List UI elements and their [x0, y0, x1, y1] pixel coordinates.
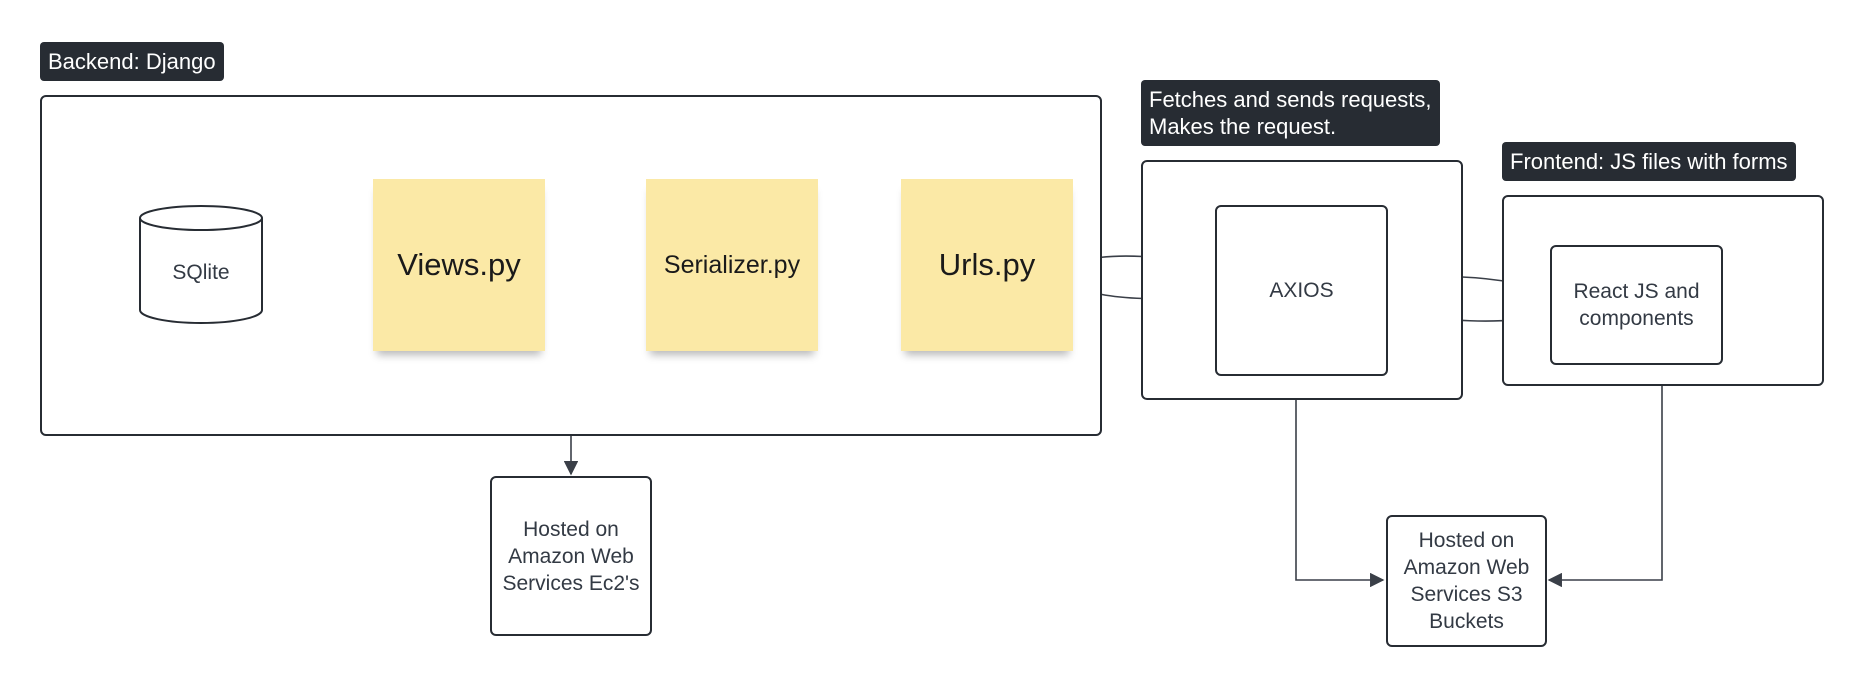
ec2-hosting-box: Hosted on Amazon Web Services Ec2's — [490, 476, 652, 636]
backend-label: Backend: Django — [40, 42, 224, 81]
frontend-label: Frontend: JS files with forms — [1502, 142, 1796, 181]
fetches-label: Fetches and sends requests, Makes the re… — [1141, 80, 1440, 146]
views-sticky: Views.py — [373, 179, 545, 351]
serializer-sticky: Serializer.py — [646, 179, 818, 351]
sqlite-database: SQlite — [138, 204, 264, 326]
urls-sticky: Urls.py — [901, 179, 1073, 351]
frontend-to-s3-arrow — [1547, 385, 1663, 588]
axios-to-s3-arrow — [1295, 400, 1385, 588]
sqlite-label: SQlite — [172, 261, 230, 284]
s3-hosting-box: Hosted on Amazon Web Services S3 Buckets — [1386, 515, 1547, 647]
database-cylinder-icon — [139, 205, 263, 324]
react-box: React JS and components — [1550, 245, 1723, 365]
axios-box: AXIOS — [1215, 205, 1388, 376]
